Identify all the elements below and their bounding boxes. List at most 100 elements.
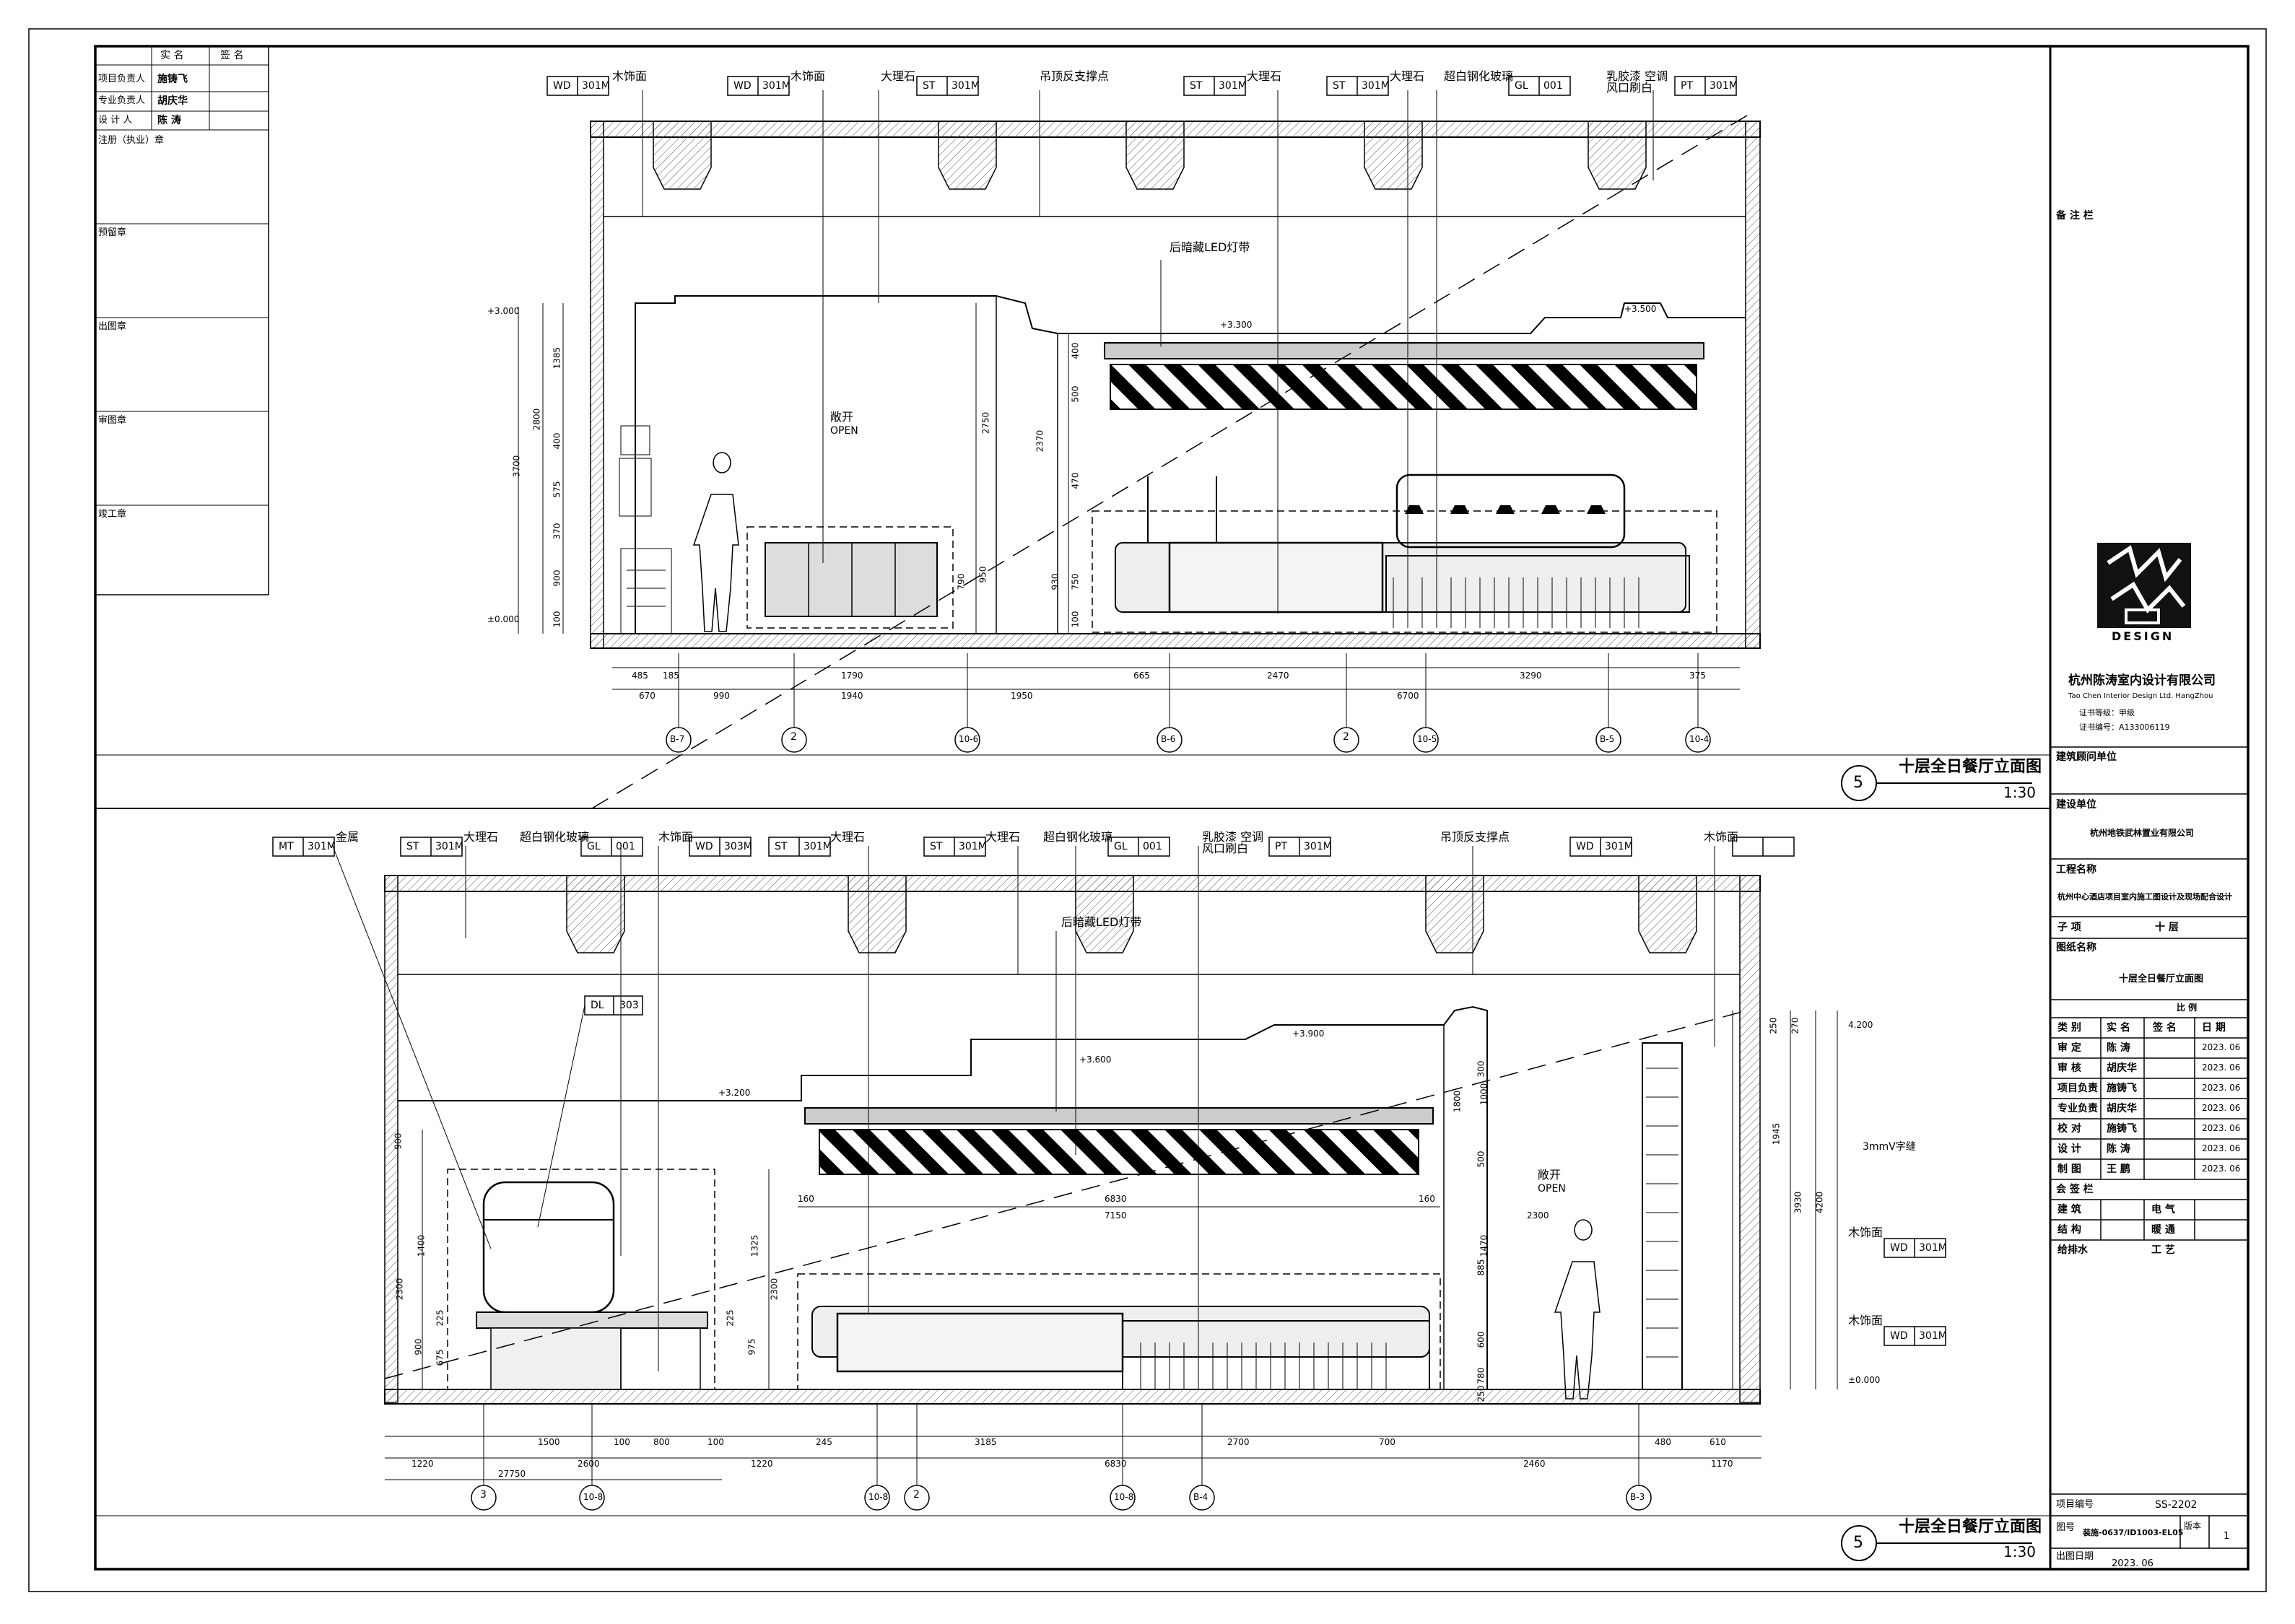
tag-code: ST (1333, 80, 1346, 92)
tag-num: 301M (1362, 80, 1390, 92)
tag-material: 大理石 (830, 830, 866, 844)
subitem-label: 子 项 (2057, 922, 2081, 933)
dim-text: 485 (632, 671, 648, 681)
dim-text: 780 (1476, 1367, 1486, 1384)
dim-text: 600 (1476, 1331, 1486, 1348)
tag-num: 001 (1143, 841, 1162, 852)
sign-role: 专业负责 (2057, 1103, 2098, 1114)
dim-text: 3930 (1793, 1191, 1803, 1214)
tag-material: 超白钢化玻璃 (1043, 830, 1113, 844)
dim-text: 900 (552, 569, 562, 587)
sign-header: 签 名 (2153, 1022, 2177, 1034)
tag-num: 301M (1919, 1242, 1947, 1254)
tag-material: 超白钢化玻璃 (520, 830, 590, 844)
tag-material: 大理石 (463, 830, 499, 844)
dim-text: 2300 (1527, 1210, 1549, 1221)
level-mark: +3.600 (1079, 1055, 1112, 1065)
logo-text: DESIGN (2112, 629, 2174, 643)
cs-discipline: 工 艺 (2151, 1244, 2175, 1256)
led-label: 后暗藏LED灯带 (1170, 240, 1250, 254)
level-mark: ±0.000 (487, 614, 520, 624)
lower-tag-boxes (272, 837, 1946, 1346)
stamp-issue: 出图章 (98, 321, 127, 332)
view-number: 5 (1853, 774, 1863, 792)
dim-text: 2460 (1523, 1459, 1546, 1469)
dim-text: 1470 (1479, 1234, 1489, 1257)
dim-text: 6830 (1105, 1194, 1127, 1204)
tag-material: 木饰面 (658, 830, 694, 844)
dim-text: 480 (1655, 1437, 1671, 1447)
dim-text: 270 (1790, 1017, 1800, 1034)
subitem-value: 十 层 (2155, 922, 2179, 933)
tag-material: 乳胶漆 空调风口刷白 (1606, 69, 1668, 95)
axis-label: 10-6 (959, 734, 979, 744)
tag-num: 303M (724, 841, 752, 852)
tag-num: 303 (619, 1000, 639, 1011)
project-no-label: 项目编号 (2056, 1499, 2094, 1510)
tag-num: 001 (616, 841, 635, 852)
dim-text: 800 (653, 1437, 670, 1447)
tag-num: 301M (308, 841, 336, 852)
project-label: 工程名称 (2056, 864, 2096, 876)
sign-name: 胡庆华 (2107, 1103, 2137, 1114)
level-mark: +3.500 (1624, 304, 1657, 314)
dim-text: 2300 (769, 1278, 780, 1301)
axis-label: 10-8 (583, 1492, 604, 1502)
tag-material: 大理石 (985, 830, 1021, 844)
cs-discipline: 电 气 (2151, 1204, 2175, 1215)
builder-label: 建设单位 (2056, 799, 2096, 811)
stamp-reserved: 预留章 (98, 227, 127, 238)
sign-name: 王 鹏 (2107, 1164, 2130, 1175)
tag-material: 大理石 (1390, 69, 1425, 83)
dim-text: 610 (1710, 1437, 1726, 1447)
dim-text: 100 (552, 611, 562, 628)
dim-text: 700 (1379, 1437, 1395, 1447)
tag-code: ST (406, 841, 419, 852)
dim-text: 1940 (841, 691, 863, 701)
axis-label: 2 (791, 731, 797, 743)
sign-date: 2023. 06 (2202, 1143, 2241, 1153)
sign-role: 设 计 (2057, 1143, 2081, 1155)
tag-num: 301M (1710, 80, 1738, 92)
axis-label: 10-5 (1417, 734, 1437, 744)
dim-text: 1400 (416, 1234, 427, 1257)
tag-num: 301M (951, 80, 980, 92)
sign-role: 审 核 (2057, 1062, 2081, 1074)
dim-text: 900 (393, 1132, 404, 1150)
project-name: 杭州中心酒店项目室内施工图设计及现场配合设计 (2057, 892, 2232, 902)
tag-num: 301M (1919, 1330, 1947, 1342)
dim-text: 1220 (411, 1459, 434, 1469)
cs-discipline: 建 筑 (2057, 1204, 2081, 1215)
dim-text: 160 (1419, 1194, 1435, 1204)
dim-text: 2700 (1227, 1437, 1250, 1447)
dim-text: 470 (1070, 472, 1081, 489)
view-scale: 1:30 (2003, 784, 2036, 801)
project-no: SS-2202 (2155, 1499, 2198, 1511)
dim-text: 2800 (531, 408, 542, 431)
countersign-label: 会 签 栏 (2056, 1184, 2094, 1195)
company-logo (2097, 543, 2191, 628)
tag-code: GL (587, 841, 601, 852)
tag-num: 301M (804, 841, 832, 852)
drawing-label: 图纸名称 (2056, 942, 2096, 953)
left-info-block (95, 45, 269, 595)
dim-text: 1325 (749, 1234, 760, 1257)
tag-code: ST (775, 841, 788, 852)
company-name-en: Tao Chen Interior Design Ltd. HangZhou (2068, 692, 2213, 700)
dim-text: 3185 (975, 1437, 997, 1447)
dim-text: 7150 (1105, 1210, 1127, 1221)
dim-text: 300 (1476, 1060, 1486, 1078)
dim-text: 885 (1476, 1259, 1486, 1276)
dim-text: 2600 (578, 1459, 600, 1469)
level-mark: +3.200 (718, 1088, 751, 1098)
remarks-label: 备 注 栏 (2056, 210, 2094, 222)
sign-header: 日 期 (2202, 1022, 2226, 1034)
drawing-no: 装施-0637/ID1003-EL05 (2083, 1528, 2184, 1537)
tag-num: 301M (959, 841, 987, 852)
info-row-label: 设 计 人 (98, 115, 133, 126)
dim-text: 2370 (1035, 429, 1045, 453)
tag-code: WD (1890, 1242, 1908, 1254)
sign-role: 项目负责 (2057, 1083, 2098, 1094)
tag-code: WD (1576, 841, 1594, 852)
axis-label: B-3 (1630, 1492, 1645, 1502)
